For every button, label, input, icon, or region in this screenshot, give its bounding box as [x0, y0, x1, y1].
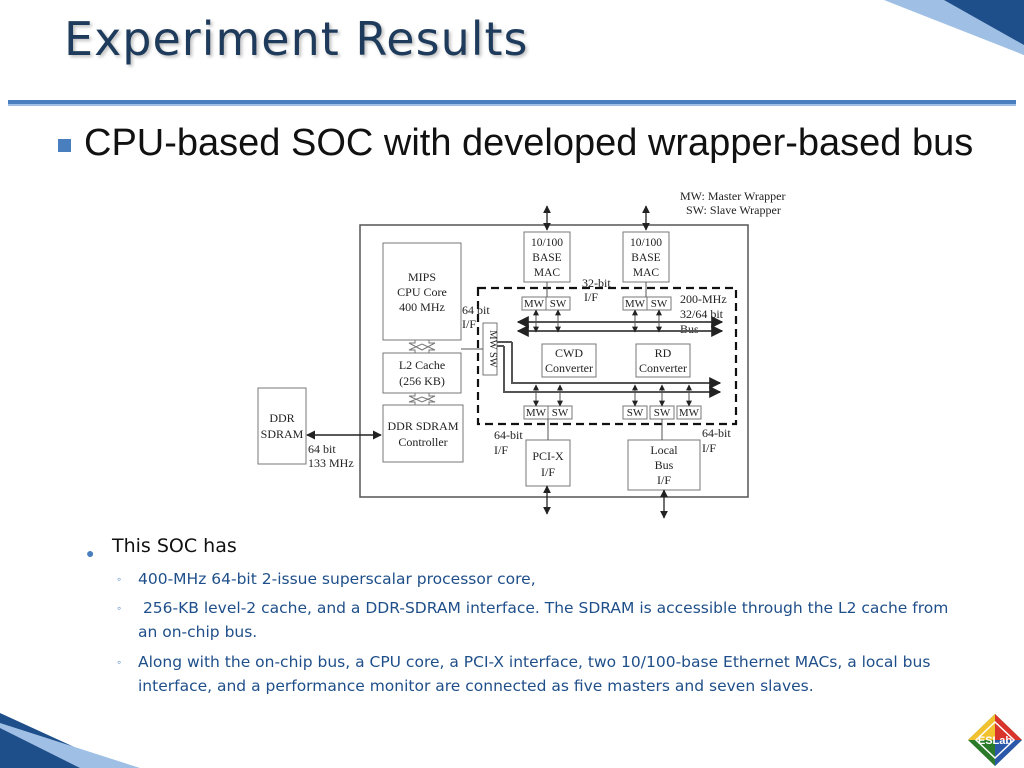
mac2-line2: BASE — [631, 252, 660, 264]
pci-if-label: I/F — [494, 443, 508, 457]
ddr-sdram-block — [257, 387, 307, 465]
mac2-line1: 10/100 — [630, 237, 662, 249]
legend-master-wrapper: MW: Master Wrapper — [680, 189, 785, 203]
mips-label: MIPS — [408, 270, 436, 284]
cpu-l2-arrow — [408, 339, 436, 354]
soc-block-diagram: MW: Master Wrapper SW: Slave Wrapper MIP… — [257, 189, 785, 519]
mac2-sw-label: SW — [651, 298, 668, 310]
local-bus-block — [627, 439, 701, 491]
bus-region — [476, 286, 738, 426]
local-if-width-label: 64-bit — [702, 426, 731, 440]
bullet-square-icon — [58, 139, 71, 152]
mac1-sw-label: SW — [550, 298, 567, 310]
rd-label: RD — [655, 346, 672, 360]
cwd-converter-label: Converter — [545, 361, 593, 375]
mac2-mw-label: MW — [625, 298, 646, 310]
mac1-line1: 10/100 — [531, 237, 563, 249]
bus-label: Bus — [680, 322, 699, 336]
slide-title: Experiment Results — [64, 12, 529, 66]
local-mw-label: MW — [679, 407, 700, 419]
pci-if-width-label: 64-bit — [494, 428, 523, 442]
local-if-label: I/F — [702, 441, 716, 455]
pcix-label: PCI-X — [532, 449, 564, 463]
mac1-line3: MAC — [534, 267, 561, 279]
l2-controller-arrow — [408, 392, 436, 406]
rd-converter-block — [635, 343, 691, 378]
if32-if-label: I/F — [584, 290, 598, 304]
mac1-line2: BASE — [532, 252, 561, 264]
ddr-width-label: 64 bit — [308, 442, 336, 456]
pcix-block — [525, 439, 571, 487]
pci-sw-label: SW — [552, 407, 569, 419]
main-bullet-text: CPU-based SOC with developed wrapper-bas… — [84, 122, 974, 164]
cwd-converter-block — [541, 343, 597, 378]
bullet-dot-icon: ● — [86, 545, 95, 561]
cpu-wrapper-label: MW SW — [487, 330, 498, 368]
l2-size-label: (256 KB) — [399, 374, 445, 388]
mac2-line3: MAC — [633, 267, 660, 279]
bus-line-3 — [511, 342, 722, 389]
corner-decoration-top-right — [884, 0, 1024, 55]
local-bus-label: Bus — [655, 458, 674, 472]
ddr-controller-label: DDR SDRAM — [387, 419, 458, 433]
mac1-mw-label: MW — [524, 298, 545, 310]
ddr-freq-label: 133 MHz — [308, 456, 354, 470]
logo-text: ESLab — [978, 735, 1013, 747]
l2-cache-block — [382, 352, 462, 394]
mips-cpu-block — [382, 242, 462, 341]
corner-decoration-bottom-left — [0, 713, 140, 768]
sub-bullet-circle-icon: ◦ — [117, 601, 122, 615]
cwd-label: CWD — [555, 346, 583, 360]
sub-bullet-circle-icon: ◦ — [117, 655, 122, 669]
legend-slave-wrapper: SW: Slave Wrapper — [686, 203, 781, 217]
local-if-label-inner: I/F — [657, 473, 671, 487]
sub-bullet-circle-icon: ◦ — [117, 572, 122, 586]
sub-bullet-2: 256-KB level-2 cache, and a DDR-SDRAM in… — [138, 599, 954, 641]
sub-bullet-3: Along with the on-chip bus, a CPU core, … — [138, 653, 931, 695]
controller-label: Controller — [398, 435, 447, 449]
local-label: Local — [650, 443, 678, 457]
rd-converter-label: Converter — [639, 361, 687, 375]
bus-line-4 — [503, 346, 722, 398]
ddr-controller-block — [382, 404, 464, 463]
sdram-label: SDRAM — [261, 427, 304, 441]
mips-freq-label: 400 MHz — [399, 300, 445, 314]
cpu-if-label: I/F — [462, 317, 476, 331]
pci-mw-label: MW — [526, 407, 547, 419]
pcix-if-label: I/F — [541, 465, 555, 479]
l2-cache-label: L2 Cache — [399, 358, 445, 372]
local-sw1-label: SW — [627, 407, 644, 419]
title-divider — [8, 100, 1016, 106]
mac2-block — [622, 231, 670, 283]
secondary-bullet-text: This SOC has — [112, 535, 237, 557]
ddr-label: DDR — [269, 411, 294, 425]
sub-bullet-1: 400-MHz 64-bit 2-issue superscalar proce… — [138, 570, 536, 588]
eslab-logo: ESLab — [968, 714, 1022, 766]
mips-cpu-label: CPU Core — [397, 285, 447, 299]
bus-freq-label: 200-MHz — [680, 292, 727, 306]
local-sw2-label: SW — [654, 407, 671, 419]
if32-label: 32-bit — [582, 276, 611, 290]
cpu-if-width-label: 64 bit — [462, 303, 490, 317]
bus-width-label: 32/64 bit — [680, 307, 724, 321]
